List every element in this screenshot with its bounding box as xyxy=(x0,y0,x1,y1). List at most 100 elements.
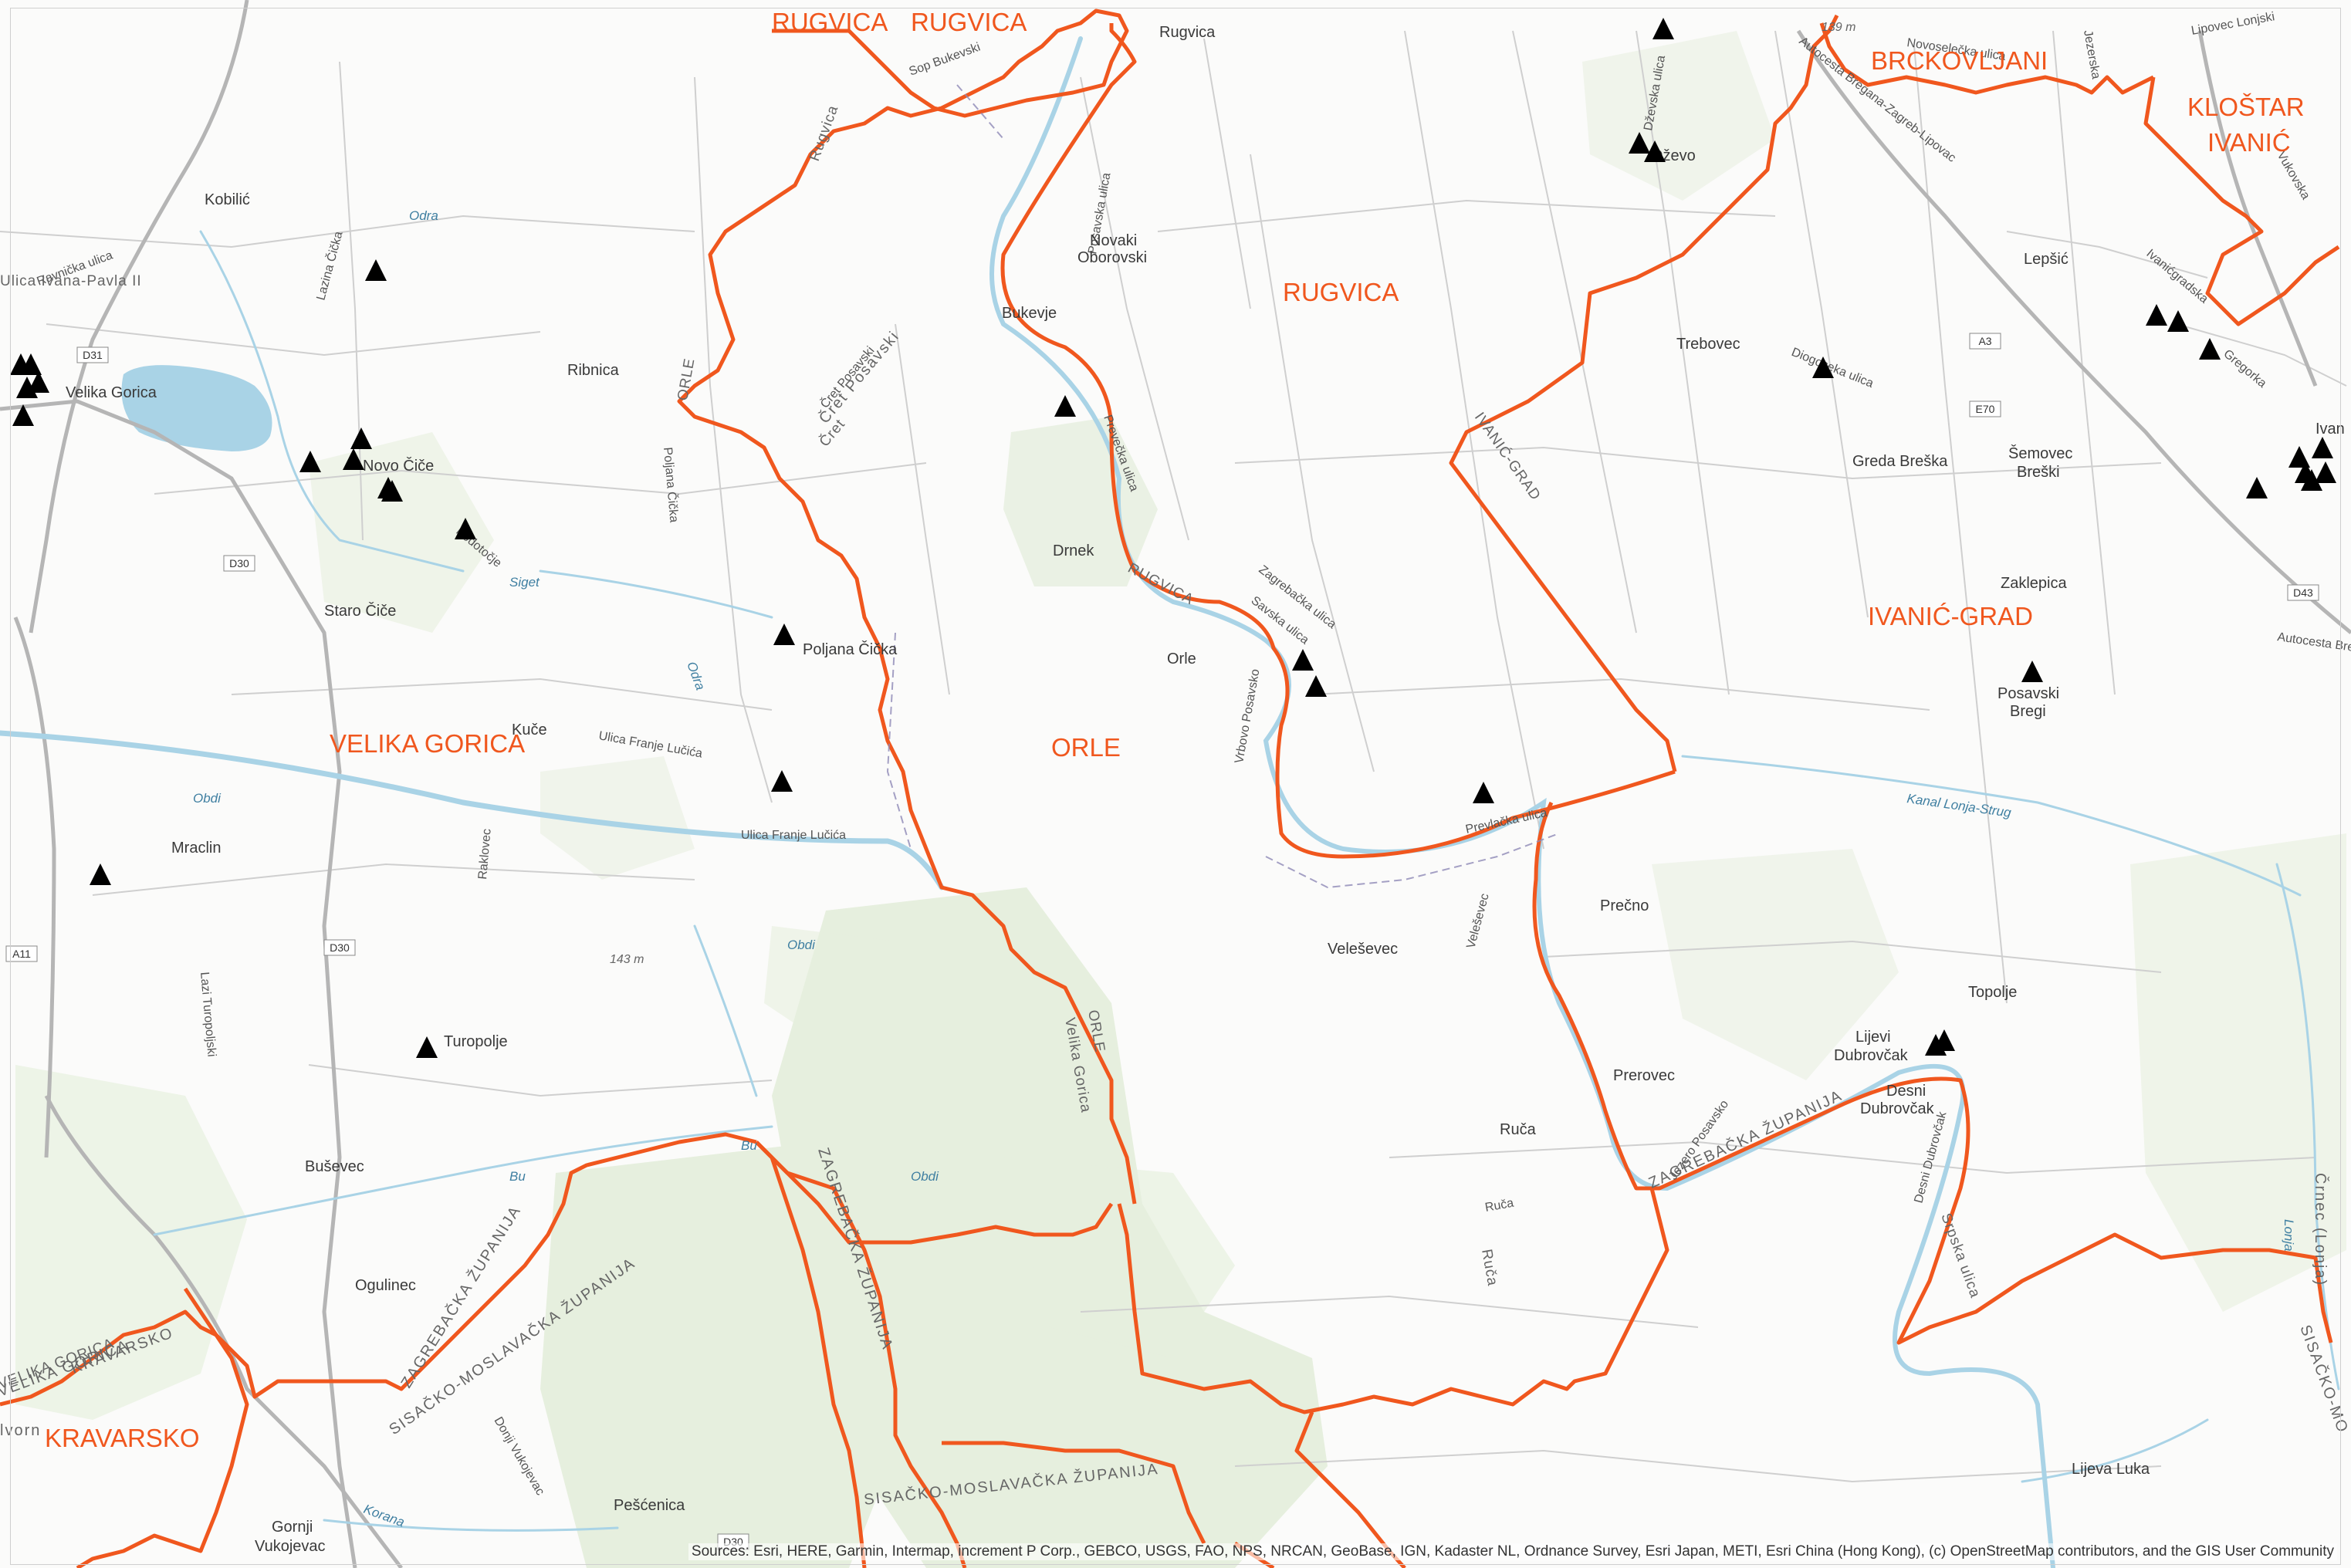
map-label: VELIKA GORICA xyxy=(330,729,525,758)
map-label: Obdi xyxy=(911,1169,939,1184)
shield-label: A3 xyxy=(1978,335,1991,347)
elevation-labels: 139 m 143 m xyxy=(610,21,1855,966)
map-label: Orle xyxy=(1167,651,1196,667)
map-label: ORLE xyxy=(1051,733,1121,762)
triangle-icon[interactable] xyxy=(1812,357,1834,378)
triangle-icon[interactable] xyxy=(2167,310,2189,332)
map-label: Prerovec xyxy=(1613,1067,1675,1084)
map-label: Buševec xyxy=(305,1158,364,1175)
triangle-icon[interactable] xyxy=(381,480,403,502)
triangle-icon[interactable] xyxy=(455,518,476,539)
map-label: RUGVICA xyxy=(911,8,1027,36)
map-label: Obdi xyxy=(193,791,222,806)
triangle-icon[interactable] xyxy=(1473,782,1494,803)
triangle-icon[interactable] xyxy=(1292,649,1314,671)
map-label: Bu xyxy=(509,1169,526,1184)
map-label: Zaklepica xyxy=(2001,575,2067,592)
shield-label: D30 xyxy=(330,941,350,954)
shield-label: E70 xyxy=(1976,403,1995,415)
map-label: Posavski xyxy=(1998,685,2059,702)
triangle-icon[interactable] xyxy=(1629,132,1650,154)
vegetation-layer xyxy=(15,31,2346,1568)
county-boundary xyxy=(886,84,1560,889)
triangle-icon[interactable] xyxy=(12,404,34,426)
shield-label: D30 xyxy=(229,557,249,569)
triangle-icon[interactable] xyxy=(416,1036,438,1058)
map-label: Ivan xyxy=(2315,421,2345,438)
map-label: Velika Gorica xyxy=(66,384,157,401)
shield-label: D43 xyxy=(2293,586,2313,599)
map-label: Ruča xyxy=(1484,1197,1515,1215)
road-network xyxy=(0,30,2347,1483)
triangle-icon[interactable] xyxy=(2246,477,2268,498)
map-label: Pešćenica xyxy=(614,1497,685,1514)
triangle-icon[interactable] xyxy=(2146,304,2167,326)
triangle-icon[interactable] xyxy=(1933,1029,1955,1051)
place-labels: Kobilić Velika Gorica Ribnica Novo Čiče … xyxy=(66,24,2345,1555)
map-label: Ribnica xyxy=(567,362,620,379)
map-label: Bukevje xyxy=(1002,305,1057,322)
map-label: Lijeva Luka xyxy=(2072,1461,2150,1478)
triangle-icon[interactable] xyxy=(2288,446,2310,468)
triangle-icon[interactable] xyxy=(771,770,793,792)
road-shields: D31 D30 D30 D30 A11 A3 E70 D43 xyxy=(5,333,2319,1550)
map-label: BRCKOVLJANI xyxy=(1871,46,2048,75)
triangle-icon[interactable] xyxy=(20,353,42,375)
triangle-icon[interactable] xyxy=(2312,437,2333,458)
triangle-icon[interactable] xyxy=(773,623,795,645)
map-label: Trebovec xyxy=(1676,336,1740,353)
triangle-icon[interactable] xyxy=(365,259,387,281)
triangle-icon[interactable] xyxy=(2301,469,2322,491)
triangle-icon[interactable] xyxy=(350,427,372,449)
map-label: Črnec (Lonja) xyxy=(2312,1173,2329,1286)
map-label: RUGVICA xyxy=(772,8,888,36)
map-label: Bu xyxy=(741,1138,757,1153)
map-label: Obdi xyxy=(787,938,816,952)
triangle-icon[interactable] xyxy=(90,863,111,885)
map-label: Topolje xyxy=(1968,984,2017,1001)
map-label: Rugvica xyxy=(1159,24,1216,41)
map-label: Poljana Čička xyxy=(803,640,898,658)
triangle-icon[interactable] xyxy=(28,371,49,393)
triangle-icon[interactable] xyxy=(1305,675,1327,697)
map-label: Desni xyxy=(1886,1083,1926,1100)
map-label: Raklovec xyxy=(476,828,494,880)
rivers xyxy=(0,36,2340,1568)
map-label: Lonja xyxy=(2282,1219,2296,1252)
attribution-text: Sources: Esri, HERE, Garmin, Intermap, i… xyxy=(688,1543,2337,1560)
map-label: 143 m xyxy=(610,953,644,966)
shield-label: A11 xyxy=(12,948,31,960)
map-label: Ruča xyxy=(1500,1121,1537,1138)
map-label: Novo Čiče xyxy=(363,457,434,475)
map-label: Dubrovčak xyxy=(1834,1047,1909,1064)
triangle-icon[interactable] xyxy=(2021,661,2043,682)
map-label: Kobilić xyxy=(205,191,250,208)
map-label: Breški xyxy=(2017,464,2060,481)
map-label: Siget xyxy=(509,575,540,590)
map-label: Drnek xyxy=(1053,542,1094,559)
triangle-icon[interactable] xyxy=(1054,395,1076,417)
map-label: KRAVARSKO xyxy=(45,1424,200,1452)
triangle-icon[interactable] xyxy=(2315,461,2336,483)
triangle-icon[interactable] xyxy=(343,448,364,470)
map-label: Vukojevac xyxy=(255,1538,326,1555)
map-label: KLOŠTAR xyxy=(2187,93,2305,121)
triangle-icon[interactable] xyxy=(299,451,321,472)
map-label: IVANIĆ xyxy=(2207,128,2291,157)
map-label: 139 m xyxy=(1822,21,1855,34)
triangle-icon[interactable] xyxy=(1652,18,1674,39)
map-label: Bregi xyxy=(2010,703,2046,720)
triangle-icon[interactable] xyxy=(2199,338,2221,360)
map-label: Turopolje xyxy=(444,1033,508,1050)
map-label: Odra xyxy=(409,208,438,223)
point-markers[interactable] xyxy=(10,18,2336,1058)
map-label: lvorn xyxy=(0,1422,41,1439)
map-label: IVANIĆ-GRAD xyxy=(1868,602,2033,630)
triangle-icon[interactable] xyxy=(16,377,38,398)
map-label: Ulica Franje Lučića xyxy=(741,829,846,842)
triangle-icon[interactable] xyxy=(1644,140,1666,162)
map-label: Ogulinec xyxy=(355,1277,416,1294)
map-label: Lepšić xyxy=(2024,251,2069,268)
